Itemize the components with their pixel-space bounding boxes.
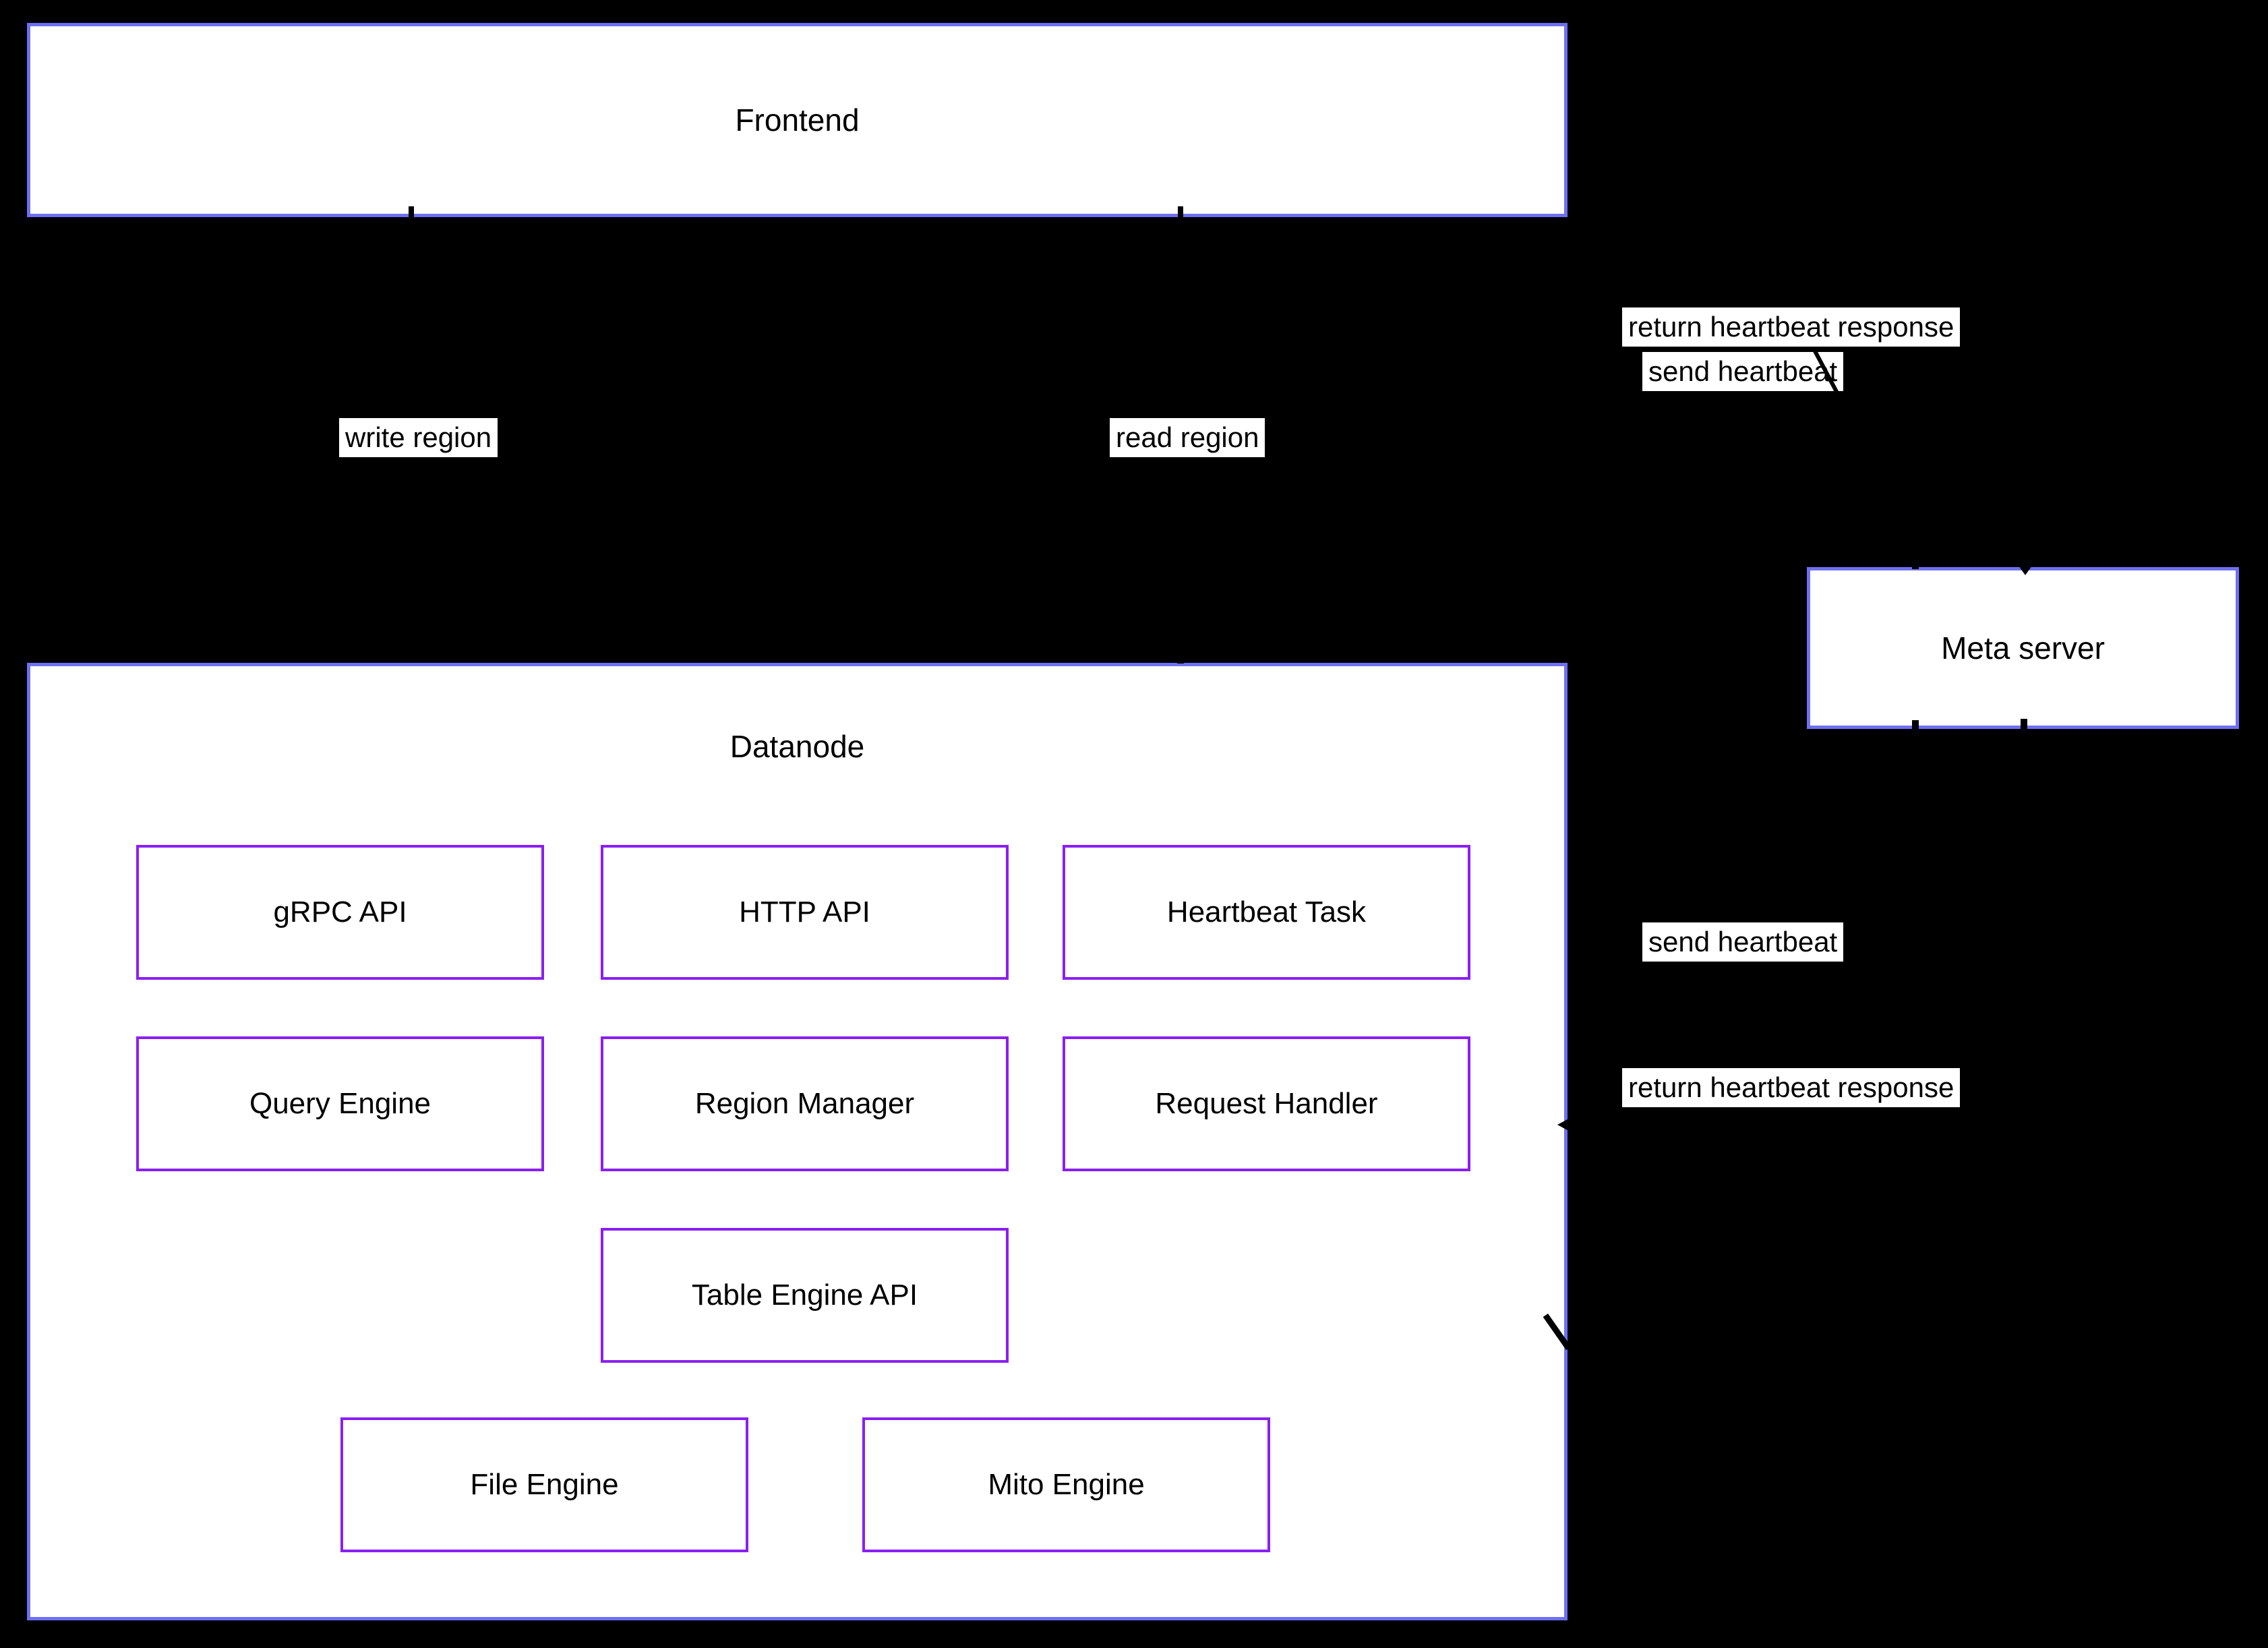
module-mito-engine-label: Mito Engine [988,1468,1145,1501]
edge-label-write-region: write region [339,418,498,458]
meta-server-node: Meta server [1807,567,2239,729]
arrow-tick-frontend-write [409,206,414,220]
arrow-tick-meta-bottom-left [1912,720,1919,729]
meta-server-title: Meta server [1941,630,2105,666]
module-grpc-api-label: gRPC API [273,895,407,929]
frontend-node: Frontend [27,23,1568,217]
edge-label-return-heartbeat-response-middle: return heartbeat response [1622,1068,1961,1108]
arrow-tick-frontend-read [1178,206,1183,220]
edge-label-send-heartbeat-middle: send heartbeat [1642,922,1844,962]
module-request-handler-label: Request Handler [1155,1087,1378,1120]
arrow-tick-meta-top-left [1912,561,1919,569]
arrowhead-meta-top-right [2019,566,2032,575]
module-grpc-api: gRPC API [136,845,544,980]
datanode-title: Datanode [729,729,865,764]
module-region-manager: Region Manager [601,1036,1009,1171]
module-heartbeat-task: Heartbeat Task [1063,845,1470,980]
module-http-api: HTTP API [601,845,1009,980]
module-mito-engine: Mito Engine [862,1417,1270,1552]
module-query-engine-label: Query Engine [249,1087,431,1120]
edge-label-send-heartbeat-top: send heartbeat [1642,352,1844,392]
module-heartbeat-task-label: Heartbeat Task [1166,895,1367,929]
frontend-title: Frontend [735,102,860,138]
module-table-engine-api: Table Engine API [601,1228,1009,1363]
module-query-engine: Query Engine [136,1036,544,1171]
module-region-manager-label: Region Manager [694,1087,915,1120]
datanode-node: Datanode gRPC API HTTP API Heartbeat Tas… [27,663,1568,1620]
module-file-engine-label: File Engine [470,1468,619,1501]
module-file-engine: File Engine [340,1417,748,1552]
arrow-tick-meta-bottom-right [2021,719,2027,729]
arrow-tick-datanode-top [1177,653,1184,664]
module-table-engine-api-label: Table Engine API [691,1278,918,1312]
module-request-handler: Request Handler [1063,1036,1470,1171]
edge-label-return-heartbeat-response-top: return heartbeat response [1622,307,1961,347]
arrowhead-datanode-right-border [1557,1115,1575,1134]
edge-label-read-region: read region [1110,418,1265,458]
module-http-api-label: HTTP API [739,895,870,929]
